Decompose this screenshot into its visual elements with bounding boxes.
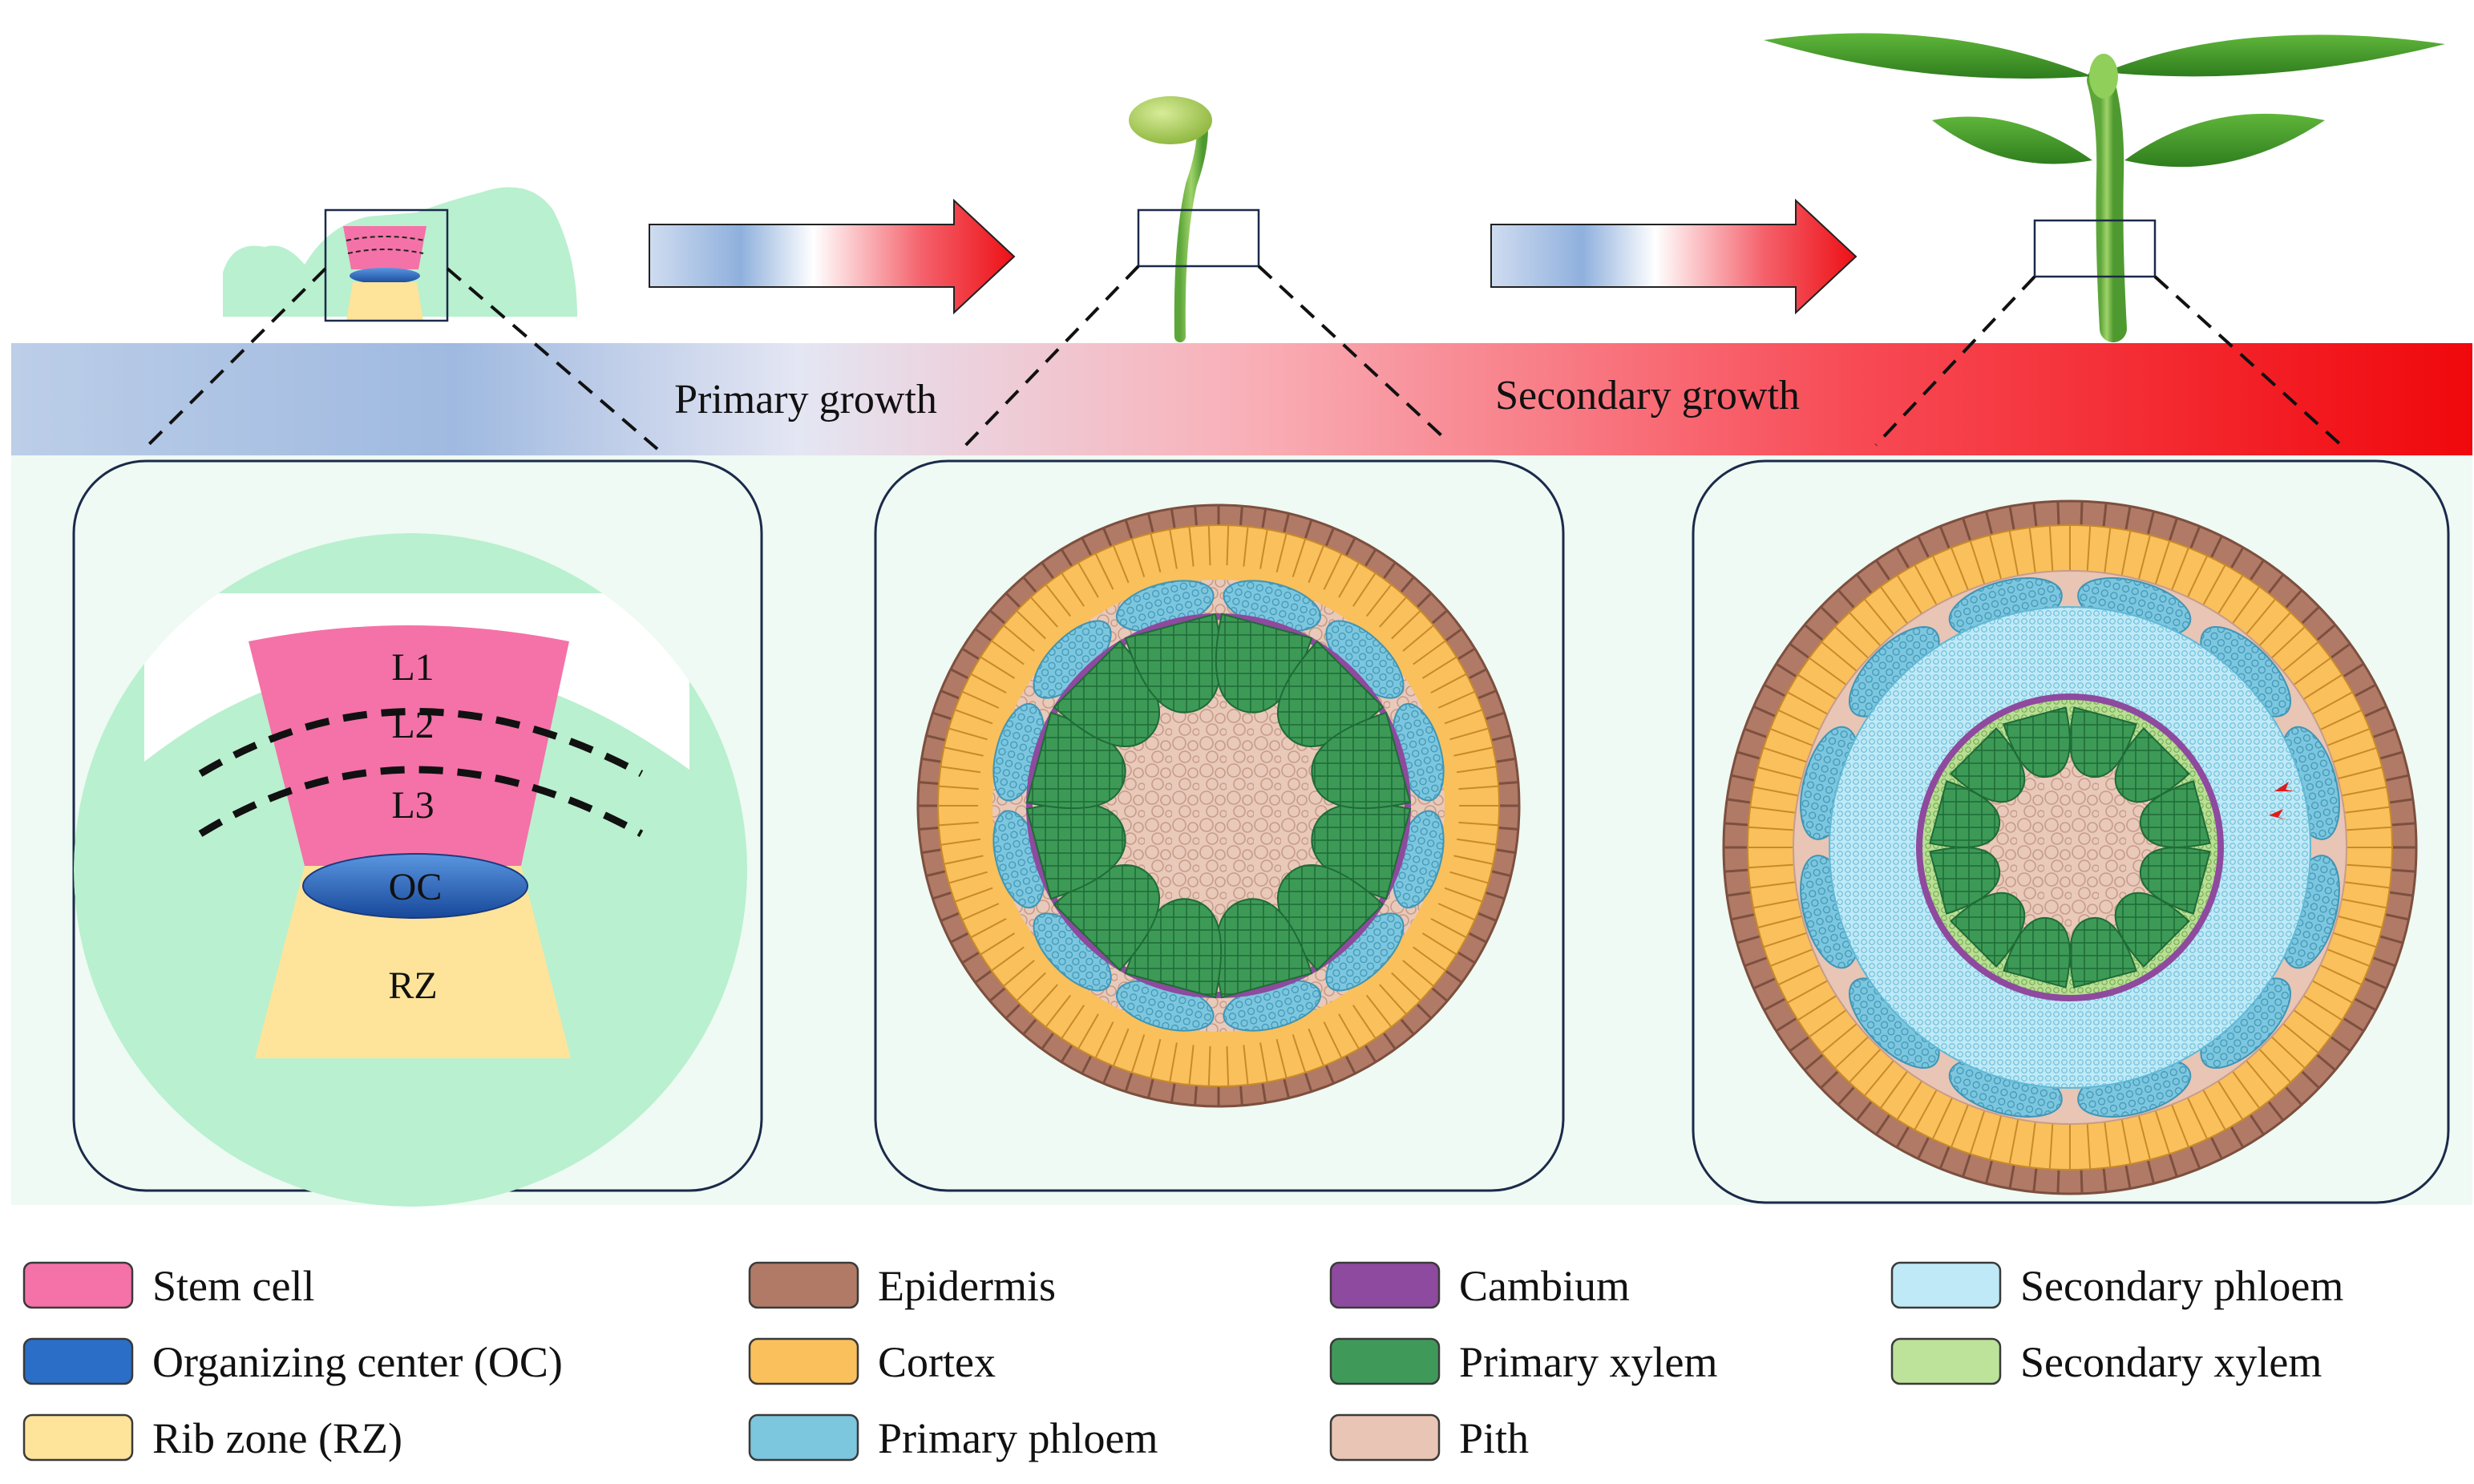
legend-swatch-epidermis bbox=[748, 1261, 859, 1309]
zoom-lines bbox=[143, 265, 2343, 451]
legend-swatch-cambium bbox=[1329, 1261, 1441, 1309]
layer-l3-label: L3 bbox=[391, 784, 434, 827]
legend-label-secondary-xylem: Secondary xylem bbox=[2020, 1338, 2322, 1386]
legend-swatch-secondary-xylem bbox=[1890, 1337, 2002, 1385]
primary-xylem-secondary-12 bbox=[2139, 780, 2211, 848]
young-plant bbox=[1764, 33, 2445, 342]
legend-label-primary-phloem: Primary phloem bbox=[878, 1414, 1158, 1462]
seedling bbox=[1129, 96, 1260, 342]
legend-label-organizing-center-oc: Organizing center (OC) bbox=[152, 1338, 563, 1386]
primary-stem-cross-section bbox=[916, 503, 1521, 1108]
legend-swatch-cortex bbox=[748, 1337, 859, 1385]
panel-primary-stem bbox=[874, 459, 1565, 1192]
legend-label-epidermis: Epidermis bbox=[878, 1262, 1056, 1310]
primary-xylem-12 bbox=[1311, 711, 1412, 810]
legend-label-primary-xylem: Primary xylem bbox=[1459, 1338, 1717, 1386]
legend-swatch-primary-phloem bbox=[748, 1413, 859, 1462]
legend-swatch-rib-zone-rz bbox=[22, 1413, 134, 1462]
meristem-dome bbox=[223, 187, 577, 322]
panel-meristem: L1 L2 L3 OC RZ bbox=[72, 459, 763, 1207]
legend-swatch-organizing-center-oc bbox=[22, 1337, 134, 1385]
layer-l1-label: L1 bbox=[391, 646, 434, 689]
legend-label-secondary-phloem: Secondary phloem bbox=[2020, 1262, 2343, 1310]
legend-swatch-stem-cell bbox=[22, 1261, 134, 1309]
arrow-primary bbox=[649, 198, 1016, 315]
growth-banner: Primary growth Secondary growth bbox=[11, 343, 2472, 455]
legend-swatch-secondary-phloem bbox=[1890, 1261, 2002, 1309]
legend-label-rib-zone-rz: Rib zone (RZ) bbox=[152, 1414, 402, 1462]
legend-label-stem-cell: Stem cell bbox=[152, 1262, 314, 1310]
division-arrow-1 bbox=[2274, 782, 2295, 791]
secondary-growth-label: Secondary growth bbox=[1495, 373, 1800, 419]
division-arrow-2 bbox=[2269, 809, 2288, 820]
rz-label: RZ bbox=[388, 964, 437, 1007]
legend-swatch-pith bbox=[1329, 1413, 1441, 1462]
primary-growth-label: Primary growth bbox=[674, 377, 937, 423]
arrow-secondary bbox=[1490, 198, 1858, 315]
layer-l2-label: L2 bbox=[391, 704, 434, 746]
legend-label-cambium: Cambium bbox=[1459, 1262, 1630, 1310]
oc-label: OC bbox=[389, 866, 443, 908]
secondary-stem-cross-section bbox=[1722, 499, 2418, 1195]
panel-secondary-stem bbox=[1692, 459, 2450, 1204]
legend-label-pith: Pith bbox=[1459, 1414, 1529, 1462]
legend-label-cortex: Cortex bbox=[878, 1338, 996, 1386]
legend-swatch-primary-xylem bbox=[1329, 1337, 1441, 1385]
